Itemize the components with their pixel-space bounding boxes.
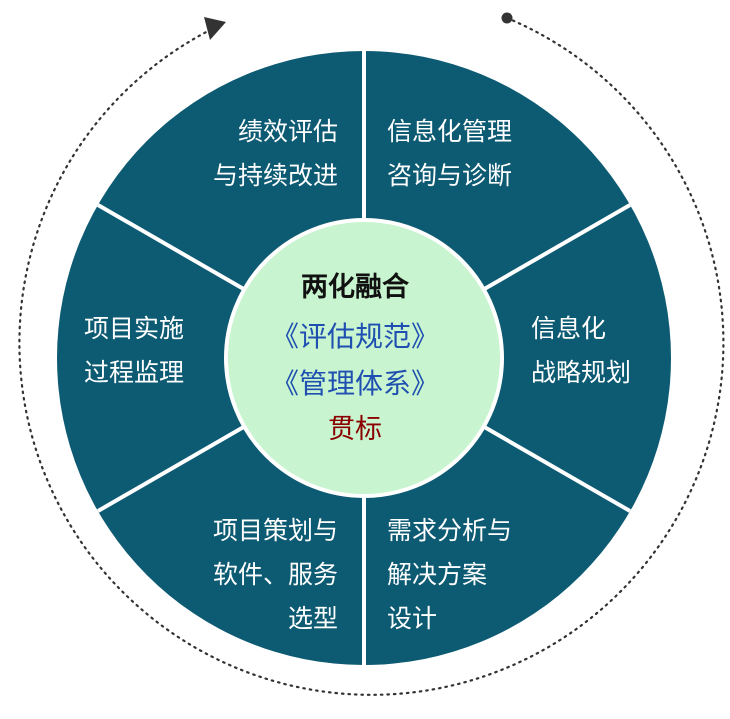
hub-document-management: 《管理体系》 bbox=[270, 367, 439, 400]
segment-label-line: 战略规划 bbox=[531, 358, 632, 387]
segment-label-line: 设计 bbox=[387, 604, 438, 633]
segment-label-line: 需求分析与 bbox=[387, 516, 513, 545]
hub-document-evaluation: 《评估规范》 bbox=[270, 320, 439, 353]
segment-label-line: 解决方案 bbox=[387, 560, 488, 589]
divider-lower-left bbox=[97, 415, 262, 513]
segment-label-line: 绩效评估 bbox=[237, 117, 338, 146]
segment-selection: 项目策划与 软件、服务 选型 bbox=[213, 509, 338, 641]
center-hub bbox=[224, 218, 504, 498]
divider-lower-right bbox=[466, 415, 631, 513]
segment-supervision: 项目实施 过程监理 bbox=[84, 307, 184, 395]
cycle-orbit-arc bbox=[18, 16, 725, 696]
segment-requirements: 需求分析与 解决方案 设计 bbox=[387, 509, 512, 641]
segment-label-line: 信息化 bbox=[531, 314, 607, 343]
segment-label-line: 过程监理 bbox=[84, 358, 185, 387]
segment-label-line: 与持续改进 bbox=[212, 161, 338, 190]
segment-consulting: 信息化管理 咨询与诊断 bbox=[387, 110, 512, 198]
segment-strategy: 信息化 战略规划 bbox=[531, 307, 631, 395]
segment-label-line: 咨询与诊断 bbox=[387, 161, 513, 190]
segment-label-line: 项目策划与 bbox=[212, 516, 338, 545]
hub-title: 两化融合 bbox=[301, 272, 409, 303]
segment-label-line: 信息化管理 bbox=[387, 117, 513, 146]
segment-dividers bbox=[97, 51, 631, 665]
divider-upper-left bbox=[97, 203, 262, 301]
segment-label-line: 选型 bbox=[287, 604, 338, 633]
segment-performance: 绩效评估 与持续改进 bbox=[213, 110, 338, 198]
divider-upper-right bbox=[466, 203, 631, 301]
hub-standard-label: 贯标 bbox=[328, 414, 382, 445]
segment-label-line: 项目实施 bbox=[84, 314, 185, 343]
arrowhead-icon bbox=[204, 17, 226, 40]
segment-label-line: 软件、服务 bbox=[212, 560, 338, 589]
dot-icon bbox=[501, 12, 513, 24]
